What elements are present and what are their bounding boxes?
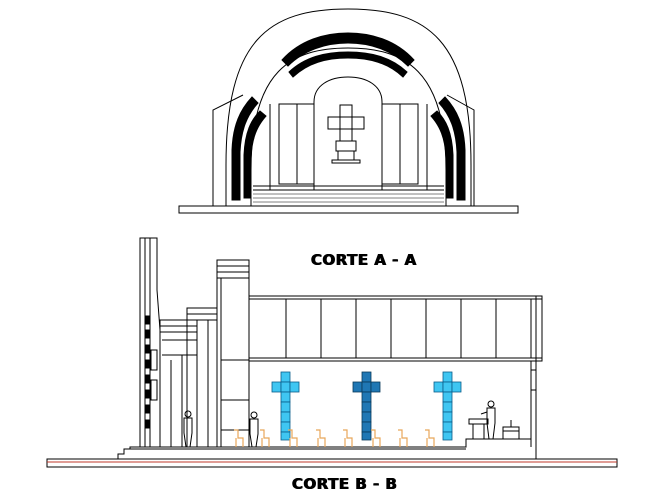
outer-arch [225,8,472,206]
dark-arch-bands [231,32,466,201]
person-pew [249,411,259,448]
inner-arch [250,47,447,206]
altar-cross [327,104,365,164]
floor-hatch [253,193,444,203]
person-entrance [183,410,193,448]
sanctuary-niche [313,76,383,190]
left-side-roof [212,94,244,206]
lectern [502,420,520,440]
middle-tower [216,259,250,448]
section-b-title: CORTE B - B [292,475,398,493]
bell-tower [139,237,161,447]
glass-cross-2 [352,371,381,441]
entry-block [159,307,218,448]
glass-cross-1 [271,371,300,441]
person-altar [480,400,496,440]
section-a-elevation [178,8,519,214]
glass-cross-3 [433,371,462,441]
base-slab [178,205,519,214]
nave-roof [248,295,543,362]
altar-table [468,418,489,439]
pews [234,429,435,447]
end-wall [530,300,543,459]
ground-line [46,458,618,468]
floor-and-steps [112,438,531,460]
right-side-roof [446,94,475,206]
section-a-title: CORTE A - A [311,251,417,269]
section-b-longitudinal [46,237,618,468]
